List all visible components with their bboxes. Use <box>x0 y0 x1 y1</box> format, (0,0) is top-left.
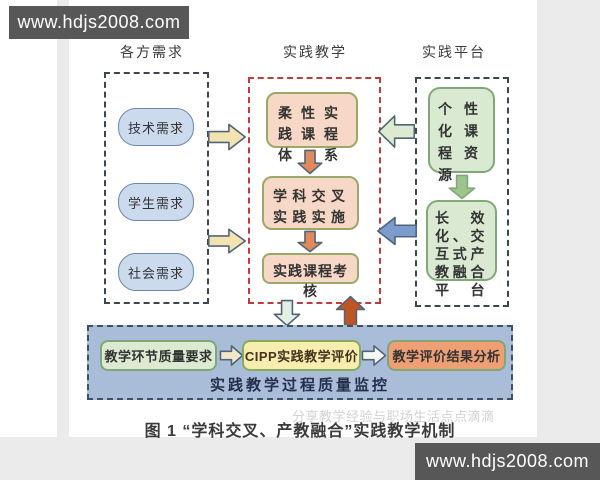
demands-group-frame <box>104 72 209 304</box>
node-integration-platform: 长效化、交互式产教融合平台 <box>426 200 497 298</box>
arrow-right-requirement-to-cipp <box>220 344 243 367</box>
monitor-band-label: 实践教学过程质量监控 <box>209 377 390 394</box>
arrow-right-cipp-to-analysis <box>362 344 386 367</box>
arrow-right-demand-to-teaching-top <box>208 122 246 152</box>
node-personalized-resources: 个性化课程资源 <box>428 87 495 183</box>
watermark-faint-overlay: 分享教学经验与职场生活点点滴滴 <box>292 409 495 424</box>
node-technical-demand: 技术需求 <box>118 108 194 146</box>
node-evaluation-result-analysis: 教学评价结果分析 <box>387 340 506 371</box>
figure-caption: 图 1 “学科交叉、产教融合”实践教学机制 <box>144 423 456 440</box>
platform-group-frame <box>415 77 509 307</box>
node-flexible-course-system: 柔性实践课程体系 <box>266 92 358 163</box>
arrow-down-resources-to-platform <box>447 175 477 199</box>
watermark-bottom-right: www.hdjs2008.com <box>415 443 600 480</box>
column-header-platform: 实践平台 <box>422 44 486 60</box>
page-margin-strip-left <box>57 0 69 437</box>
node-interdisciplinary-practice: 学科交叉实践实施 <box>262 176 359 230</box>
node-social-demand: 社会需求 <box>118 253 194 291</box>
arrow-left-platform-to-teaching <box>377 215 417 247</box>
teaching-group-frame <box>248 77 381 304</box>
page-margin-strip-right <box>537 0 600 480</box>
arrow-down-step1-to-step2 <box>296 150 324 174</box>
node-teaching-quality-requirement: 教学环节质量要求 <box>100 340 217 371</box>
arrow-down-step2-to-step3 <box>296 231 324 252</box>
column-header-demands: 各方需求 <box>120 44 184 60</box>
arrow-right-demand-to-teaching-bottom <box>208 227 246 255</box>
watermark-top-left: www.hdjs2008.com <box>9 6 189 39</box>
node-student-demand: 学生需求 <box>118 183 194 221</box>
arrow-left-resources-to-teaching <box>378 113 415 150</box>
arrow-down-teaching-to-monitor <box>272 300 302 326</box>
node-cipp-evaluation: CIPP实践教学评价 <box>242 340 361 371</box>
node-course-assessment: 实践课程考核 <box>262 253 359 299</box>
column-header-teaching: 实践教学 <box>283 44 347 60</box>
arrow-up-monitor-to-teaching <box>334 296 367 326</box>
